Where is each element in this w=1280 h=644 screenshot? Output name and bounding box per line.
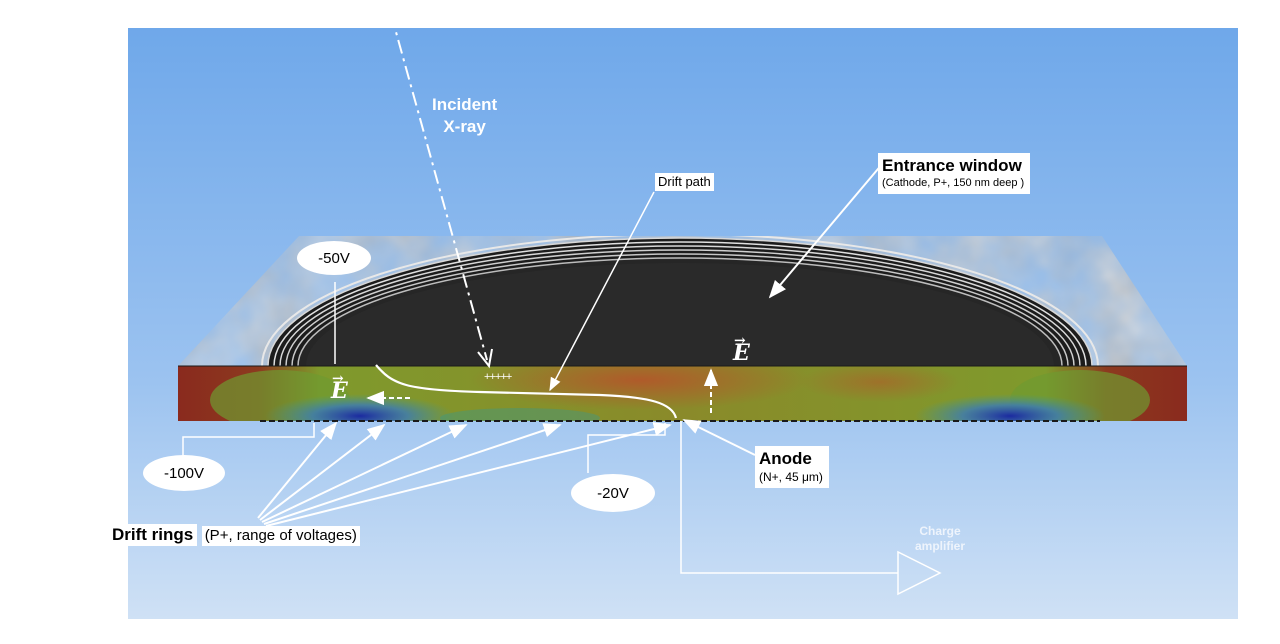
charge-amplifier-symbol: [897, 550, 942, 596]
incident-xray-arrowhead: [477, 348, 493, 369]
voltage-20-oval: -20V: [571, 474, 655, 512]
incident-xray-line: [390, 13, 488, 361]
field-vector-e-left: → E: [331, 372, 348, 404]
incident-xray-label: Incident X-ray: [432, 94, 497, 138]
entrance-window-arrow: [768, 162, 884, 299]
drift-path-curve: [375, 364, 678, 419]
entrance-window-title: Entrance window: [882, 156, 1022, 175]
field-symbol-left: E: [331, 378, 348, 404]
vector-arrow-glyph: →: [734, 333, 746, 349]
drift-rings-sub: (P+, range of voltages): [201, 526, 360, 546]
drift-ring-arrows: [257, 421, 672, 527]
detector-top-surface: [178, 236, 1187, 366]
field-vector-e-up: → E: [733, 334, 750, 366]
drift-rings-label: Drift rings (P+, range of voltages): [28, 522, 360, 546]
charge-line2: amplifier: [915, 539, 966, 553]
vector-arrow-glyph: →: [332, 371, 344, 387]
v100-leader: [182, 423, 315, 460]
voltage-50-oval: -50V: [297, 241, 371, 275]
incident-line2: X-ray: [443, 117, 486, 136]
charge-amplifier-label: Charge amplifier: [915, 524, 965, 554]
drift-rings-title: Drift rings: [108, 524, 198, 546]
charge-carriers: + + + + +: [484, 371, 512, 383]
drift-path-label: Drift path: [655, 173, 714, 191]
incident-line1: Incident: [432, 95, 498, 114]
anode-arrow: [682, 419, 756, 456]
charge-line1: Charge: [919, 524, 961, 538]
anode-title: Anode: [759, 449, 812, 468]
voltage-100-oval: -100V: [143, 455, 225, 491]
charge-carriers-text: + + + + +: [484, 371, 512, 383]
entrance-window-label: Entrance window (Cathode, P+, 150 nm dee…: [878, 153, 1031, 194]
amplifier-wire: [680, 421, 898, 574]
drift-path-leader: [549, 191, 655, 392]
field-symbol-up: E: [733, 340, 750, 366]
anode-label: Anode (N+, 45 μm): [755, 446, 829, 488]
entrance-window-sub: (Cathode, P+, 150 nm deep ): [882, 177, 1025, 189]
anode-sub: (N+, 45 μm): [759, 470, 823, 484]
